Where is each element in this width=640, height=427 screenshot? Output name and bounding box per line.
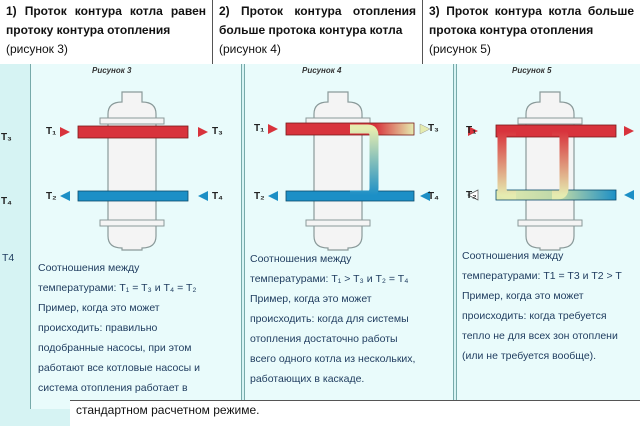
desc-line: происходить: правильно xyxy=(38,322,158,334)
desc-line: Соотношения между xyxy=(250,253,352,265)
figure-caption-3: Рисунок 5 xyxy=(512,66,552,75)
hydro-separator-diagram-1 xyxy=(60,91,208,251)
label-t1: T₁ xyxy=(254,123,265,134)
bottom-text-row: стандартном расчетном режиме. xyxy=(70,400,640,427)
desc-line: тепло не для всех зон отоплени xyxy=(462,330,618,342)
desc-line: система отопления работает в xyxy=(38,382,188,394)
arrow-t1-icon xyxy=(60,127,70,137)
desc-line: Соотношения между xyxy=(38,262,140,274)
left-edge-fragment: T4 xyxy=(2,252,15,264)
left-edge-t3: T₃ xyxy=(1,132,12,143)
header-col-3-note: (рисунок 5) xyxy=(429,42,491,56)
label-t1: T₁ xyxy=(46,126,57,137)
desc-line: температурами: T1 = T3 и T2 > T xyxy=(462,270,622,282)
desc-line: Пример, когда это может xyxy=(250,293,372,305)
arrow-t2-icon xyxy=(467,189,479,201)
desc-line: работают все котловые насосы и xyxy=(38,362,200,374)
header-col-3-text: 3) Проток контура котла больше протока к… xyxy=(429,4,634,37)
arrow-t1-icon xyxy=(268,124,278,134)
cold-pipe xyxy=(77,190,189,202)
header-col-2-note: (рисунок 4) xyxy=(219,42,281,56)
header-col-1-note: (рисунок 3) xyxy=(6,42,68,56)
hot-pipe xyxy=(77,125,189,139)
desc-line: Пример, когда это может xyxy=(462,290,584,302)
label-t2: T₂ xyxy=(46,191,57,202)
desc-line: отопления достаточно работы xyxy=(250,333,398,345)
header-col-3: 3) Проток контура котла больше протока к… xyxy=(423,0,640,64)
arrow-t3-icon xyxy=(624,126,634,136)
desc-line: всего одного котла из нескольких, xyxy=(250,353,416,365)
hydro-separator-diagram-2 xyxy=(268,91,431,251)
desc-line: происходить: когда требуется xyxy=(462,310,607,322)
arrow-t4-icon xyxy=(420,191,430,201)
arrow-t2-icon xyxy=(268,191,278,201)
label-t2: T₂ xyxy=(254,191,265,202)
header-col-2: 2) Проток контура отопления больше прото… xyxy=(213,0,423,64)
header-col-2-text: 2) Проток контура отопления больше прото… xyxy=(219,4,416,37)
desc-line: подобранные насосы, при этом xyxy=(38,342,192,354)
label-t2: T₂ xyxy=(466,190,477,201)
label-t3: T₃ xyxy=(212,126,223,137)
desc-line: температурами: T₁ > T₃ и T₂ = T₄ xyxy=(250,273,409,285)
arrow-t3-icon xyxy=(419,123,431,135)
bottom-text: стандартном расчетном режиме. xyxy=(76,403,260,417)
label-t4: T₄ xyxy=(212,191,223,202)
mix-flow xyxy=(350,124,379,200)
mix-flow xyxy=(497,126,569,200)
figure-caption-2: Рисунок 4 xyxy=(302,66,342,75)
arrow-t4-icon xyxy=(198,191,208,201)
desc-line: работающих в каскаде. xyxy=(250,373,365,385)
desc-line: Пример, когда это может xyxy=(38,302,160,314)
arrow-t1-icon xyxy=(468,126,478,136)
header-col-1: 1) Проток контура котла равен протоку ко… xyxy=(0,0,213,64)
figure-caption-1: Рисунок 3 xyxy=(92,66,132,75)
label-t3: T₃ xyxy=(428,123,439,134)
desc-line: температурами: T₁ = T₃ и T₄ = T₂ xyxy=(38,282,197,294)
label-t1: T₁ xyxy=(466,125,477,136)
arrow-t2-icon xyxy=(60,191,70,201)
label-t4: T₄ xyxy=(428,191,439,202)
desc-line: Соотношения между xyxy=(462,250,564,262)
desc-line: происходить: когда для системы xyxy=(250,313,409,325)
left-edge-t4: T₄ xyxy=(1,196,12,207)
desc-line: (или не требуется вообще). xyxy=(462,350,597,362)
arrow-t4-icon xyxy=(624,190,634,200)
hydro-separator-diagram-3 xyxy=(467,91,634,251)
header-col-1-text: 1) Проток контура котла равен протоку ко… xyxy=(6,4,206,37)
arrow-t3-icon xyxy=(198,127,208,137)
